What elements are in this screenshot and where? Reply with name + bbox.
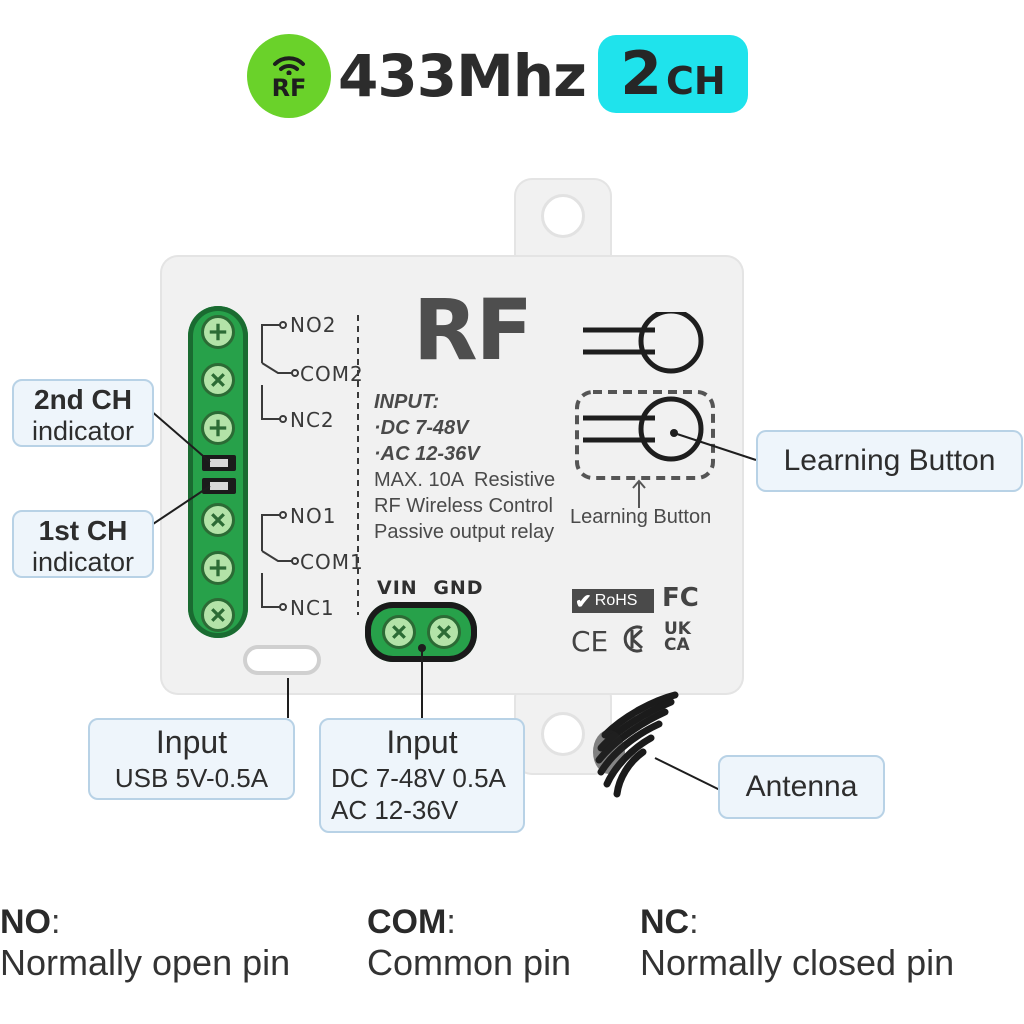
- callout-antenna: Antenna: [718, 755, 885, 819]
- legend-no-colon: :: [51, 903, 61, 941]
- callout-ch2-indicator: 2nd CH indicator: [12, 379, 154, 447]
- rohs-mark: ✔ RoHS: [572, 589, 654, 613]
- relay-wiring-diagram: [261, 315, 359, 615]
- ch2-indicator-led: [202, 455, 236, 471]
- legend-nc-colon: :: [689, 903, 699, 941]
- screw-no2: [201, 315, 235, 349]
- bottom-mounting-hole: [541, 712, 585, 756]
- callout-usb-input: Input USB 5V-0.5A: [88, 718, 295, 800]
- usb-c-port: [243, 645, 321, 675]
- kc-mark-icon: [623, 625, 644, 653]
- ce-mark: CE: [571, 625, 609, 658]
- top-mounting-hole: [541, 194, 585, 238]
- legend-no-term: NO: [0, 903, 51, 941]
- pin-label-nc1: NC1: [290, 596, 335, 620]
- rf-badge: RF: [247, 34, 331, 118]
- dc-input-line2: AC 12-36V: [331, 795, 459, 825]
- legend-com: COM: Common pin: [367, 903, 571, 984]
- channel-count: 2: [620, 39, 663, 109]
- rohs-label: RoHS: [594, 592, 638, 609]
- screw-nc2: [201, 411, 235, 445]
- pin-label-com1: COM1: [300, 550, 364, 574]
- screw-nc1: [201, 598, 235, 632]
- pin-label-no2: NO2: [290, 313, 337, 337]
- ukca-line1: UK: [664, 619, 691, 639]
- callout-dc-input: Input DC 7-48V 0.5A AC 12-36V: [319, 718, 525, 833]
- screw-com2: [201, 363, 235, 397]
- channel-badge: 2 CH: [598, 35, 748, 113]
- screw-no1: [201, 503, 235, 537]
- ch2-sub: indicator: [31, 416, 135, 446]
- ch2-title: 2nd CH: [34, 384, 132, 415]
- spec-dc: ·DC 7-48V: [374, 417, 469, 439]
- usb-input-sub: USB 5V-0.5A: [114, 763, 269, 793]
- antenna-coil: [593, 691, 679, 798]
- screw-gnd: [427, 615, 461, 649]
- ch1-title: 1st CH: [38, 515, 128, 546]
- legend-nc-desc: Normally closed pin: [640, 942, 955, 983]
- learning-arrow: [632, 479, 646, 508]
- ukca-mark: UK CA: [664, 619, 691, 655]
- vin-label: VIN: [377, 577, 418, 599]
- dc-input-line1: DC 7-48V 0.5A: [331, 763, 506, 793]
- legend-no-desc: Normally open pin: [0, 942, 291, 983]
- spec-line2: Passive output relay: [374, 521, 555, 543]
- ukca-line2: CA: [664, 635, 690, 655]
- pin-label-nc2: NC2: [290, 408, 335, 432]
- legend-nc: NC: Normally closed pin: [640, 903, 954, 984]
- spec-max: MAX. 10A Resistive: [374, 469, 556, 491]
- legend-com-desc: Common pin: [367, 942, 572, 983]
- legend-com-colon: :: [446, 903, 456, 941]
- check-icon: ✔: [575, 590, 592, 613]
- learning-button-label: Learning Button: [570, 506, 712, 528]
- callout-learning-button: Learning Button: [756, 430, 1023, 492]
- device-brand: RF: [413, 281, 533, 379]
- ch1-sub: indicator: [31, 547, 135, 577]
- channel-unit: CH: [666, 59, 726, 103]
- legend-no: NO: Normally open pin: [0, 903, 290, 984]
- spec-input-title: INPUT:: [374, 391, 440, 413]
- legend-nc-term: NC: [640, 903, 690, 941]
- fc-mark: FC: [662, 583, 699, 613]
- usb-input-title: Input: [155, 724, 228, 760]
- spec-block: INPUT: ·DC 7-48V ·AC 12-36V MAX. 10A Res…: [374, 389, 574, 545]
- spec-line1: RF Wireless Control: [374, 495, 553, 517]
- power-terminal-labels: VIN GND: [377, 577, 484, 599]
- legend-com-term: COM: [367, 903, 447, 941]
- button-symbols: [575, 312, 715, 480]
- dc-input-title: Input: [386, 724, 458, 760]
- pin-label-com2: COM2: [300, 362, 364, 386]
- gnd-label: GND: [433, 577, 484, 599]
- ch1-indicator-led: [202, 478, 236, 494]
- rf-badge-label: RF: [271, 74, 307, 102]
- screw-com1: [201, 551, 235, 585]
- frequency-title: 433Mhz: [338, 42, 587, 110]
- wifi-signal-icon: [273, 56, 305, 75]
- screw-vin: [382, 615, 416, 649]
- pin-label-no1: NO1: [290, 504, 337, 528]
- spec-ac: ·AC 12-36V: [374, 443, 480, 465]
- callout-ch1-indicator: 1st CH indicator: [12, 510, 154, 578]
